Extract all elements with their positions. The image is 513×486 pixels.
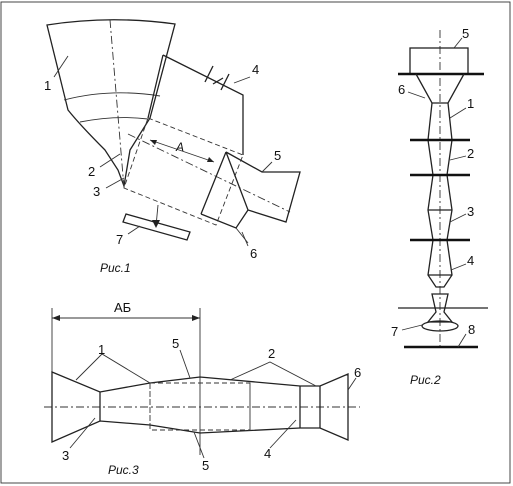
fig1-housing — [123, 117, 244, 226]
figure-1: 1 2 3 4 5 6 7 A Рис.1 — [44, 19, 301, 275]
fig2-label-8: 8 — [468, 322, 475, 337]
fig2-chain — [427, 102, 453, 288]
fig3-dim-arrow-right — [192, 315, 200, 321]
fig1-leader-2 — [99, 153, 121, 168]
fig1-caption: Рис.1 — [100, 261, 131, 275]
fig1-dim-arrow-a — [150, 140, 157, 145]
fig2-label-7: 7 — [391, 324, 398, 339]
fig2-label-4: 4 — [467, 253, 474, 268]
fig1-label-7: 7 — [116, 232, 123, 247]
fig1-hopper-axis — [109, 19, 125, 189]
fig1-label-6: 6 — [250, 246, 257, 261]
fig3-dim-arrow-left — [52, 315, 60, 321]
fig1-rail-tick-a — [204, 65, 214, 83]
fig1-plate — [122, 213, 191, 241]
fig3-label-1: 1 — [98, 342, 105, 357]
fig3-leader-6 — [347, 377, 357, 391]
fig1-leader-4 — [233, 76, 251, 84]
fig1-hopper — [46, 19, 176, 189]
fig3-zigzag-1 — [75, 353, 151, 384]
fig1-plate-arrow-head — [152, 220, 160, 228]
fig3-label-6: 6 — [354, 365, 361, 380]
fig1-leader-6 — [241, 231, 249, 247]
fig2-label-3: 3 — [467, 204, 474, 219]
fig1-label-2: 2 — [88, 164, 95, 179]
fig1-leader-3 — [105, 177, 125, 189]
fig1-leader-1 — [53, 55, 69, 78]
figure-2: 5 6 1 2 3 4 7 8 Рис.2 — [391, 26, 488, 387]
fig3-leader-4 — [269, 419, 297, 449]
fig2-spreader-7 — [421, 320, 459, 332]
fig3-leader-5a — [179, 349, 191, 379]
fig3-label-5a: 5 — [172, 336, 179, 351]
fig3-inner — [149, 382, 251, 431]
fig2-leader-8 — [457, 333, 467, 348]
fig1-axis — [127, 133, 291, 213]
fig3-label-4: 4 — [264, 446, 271, 461]
fig3-caption: Рис.3 — [108, 463, 139, 477]
fig1-leader-7 — [127, 225, 141, 235]
fig1-nozzle — [200, 151, 301, 229]
fig2-label-6: 6 — [398, 82, 405, 97]
fig3-label-2: 2 — [268, 346, 275, 361]
fig1-label-5: 5 — [274, 148, 281, 163]
fig3-zigzag-2 — [229, 361, 317, 387]
fig2-label-2: 2 — [467, 146, 474, 161]
fig3-dim-label: АБ — [114, 300, 131, 315]
fig2-leader-1 — [449, 107, 467, 119]
fig1-label-1: 1 — [44, 78, 51, 93]
fig2-leader-5 — [453, 37, 463, 49]
fig2-leader-3 — [449, 213, 467, 223]
fig2-leader-4 — [450, 263, 467, 271]
fig1-dim-label: A — [175, 140, 184, 154]
fig3-label-5b: 5 — [202, 458, 209, 473]
fig2-label-5: 5 — [462, 26, 469, 41]
fig1-rail — [147, 54, 244, 155]
fig3-body — [51, 371, 349, 443]
fig1-rail-tick-b — [220, 73, 230, 91]
fig2-leader-6 — [407, 91, 426, 99]
fig2-caption: Рис.2 — [410, 373, 441, 387]
fig1-label-3: 3 — [93, 184, 100, 199]
figure-3: АБ 1 5 2 6 3 5 4 Рис.3 — [44, 300, 361, 477]
fig1-dim-A — [149, 139, 215, 163]
fig3-label-3: 3 — [62, 448, 69, 463]
fig2-leader-7 — [401, 324, 423, 331]
fig2-leader-2 — [449, 155, 467, 161]
fig1-hopper-band-lower — [79, 117, 149, 123]
fig1-hopper-band — [63, 92, 161, 101]
fig1-label-4: 4 — [252, 62, 259, 77]
fig3-leader-5b — [193, 431, 205, 459]
fig3-leader-3 — [69, 417, 96, 449]
fig2-block-5 — [409, 47, 469, 75]
fig2-label-1: 1 — [467, 96, 474, 111]
fig1-rail-tick-c — [212, 77, 224, 85]
fig1-dim-arrow-b — [207, 157, 214, 162]
fig1-leader-5 — [261, 161, 273, 173]
fig2-cone-6 — [415, 73, 465, 104]
